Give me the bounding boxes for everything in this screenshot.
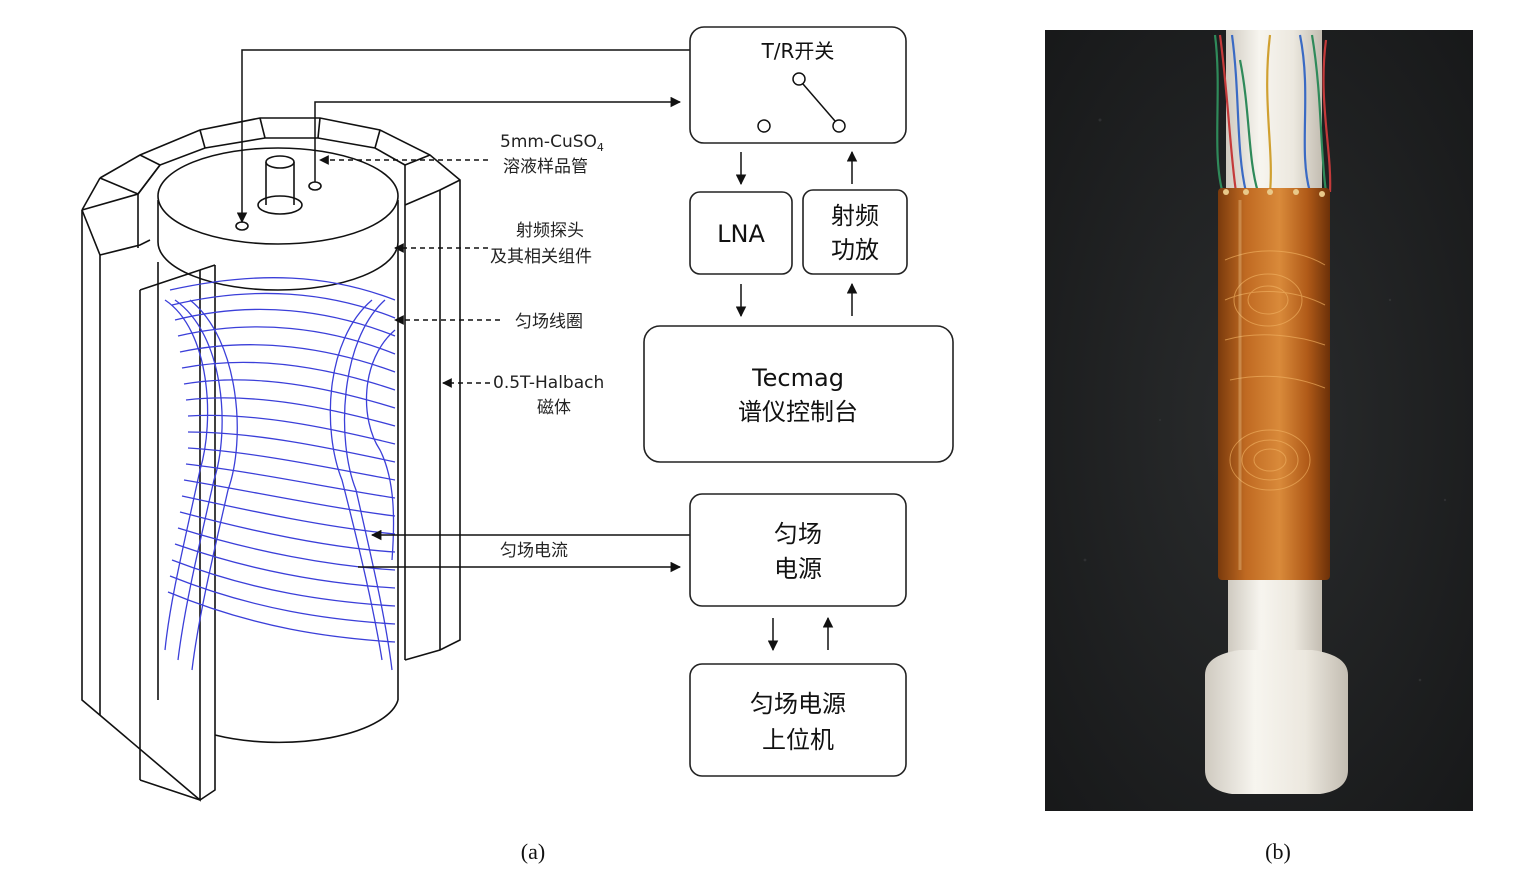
block-labels: T/R开关 LNA 射频 功放 Tecmag 谱仪控制台 匀场 电源 匀场电源 …	[717, 39, 879, 754]
halbach-magnet-drawing	[81, 117, 461, 802]
shim-host-label: 匀场电源	[750, 690, 846, 718]
shim-ps-label-line2: 电源	[774, 555, 822, 583]
halbach-magnet-label: 0.5T-Halbach	[493, 373, 604, 393]
shim-ps-label: 匀场	[774, 520, 822, 548]
shim-current-label: 匀场电流	[500, 541, 568, 561]
lna-label: LNA	[717, 220, 765, 248]
block-diagram	[643, 26, 954, 777]
rf-amp-label-line2: 功放	[831, 236, 879, 264]
rf-amp-label: 射频	[831, 202, 879, 230]
signal-lines	[236, 49, 858, 652]
console-box	[643, 325, 954, 463]
rf-probe-label: 射频探头	[516, 221, 584, 241]
console-label: Tecmag	[751, 364, 844, 392]
sample-tube-label-line2: 溶液样品管	[503, 157, 588, 177]
console-label-line2: 谱仪控制台	[738, 398, 858, 426]
probe-photo	[1045, 30, 1473, 811]
switch-symbol	[757, 72, 846, 133]
caption-b: (b)	[1265, 839, 1291, 864]
shim-coil-label: 匀场线圈	[515, 312, 583, 332]
shim-host-box	[689, 663, 907, 777]
rf-probe-label-line2: 及其相关组件	[490, 247, 592, 267]
caption-a: (a)	[521, 839, 545, 864]
tr-switch-label: T/R开关	[761, 39, 835, 63]
halbach-magnet-label-line2: 磁体	[537, 398, 571, 418]
shim-coil-pattern	[164, 277, 396, 671]
lna-box	[689, 191, 793, 275]
annotation-labels: 5mm-CuSO4 溶液样品管 射频探头 及其相关组件 匀场线圈 0.5T-Ha…	[490, 132, 604, 561]
annotation-leaders	[319, 155, 500, 388]
shim-ps-box	[689, 493, 907, 607]
rf-amp-box	[802, 189, 908, 275]
sample-tube-label: 5mm-CuSO4	[500, 132, 604, 154]
shim-host-label-line2: 上位机	[762, 726, 834, 754]
